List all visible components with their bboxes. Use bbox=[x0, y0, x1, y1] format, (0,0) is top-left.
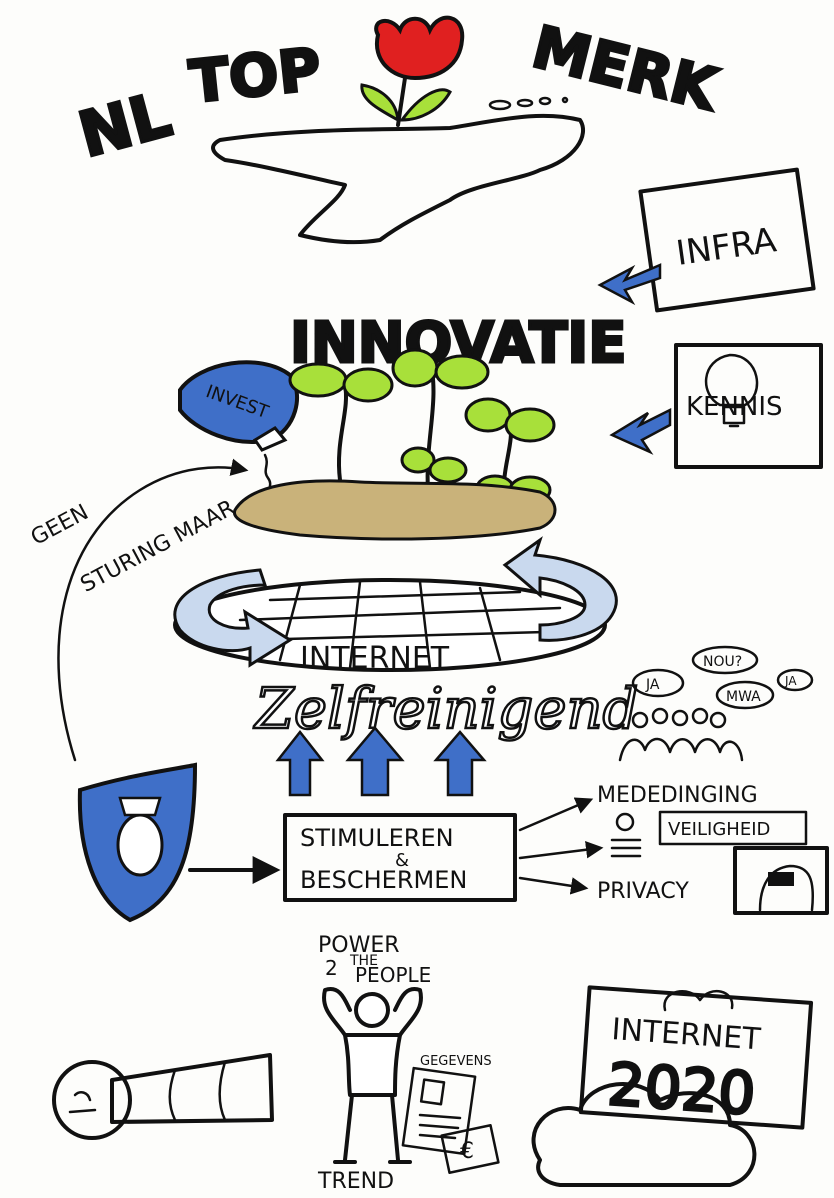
stimuleren-line2: & bbox=[395, 850, 409, 871]
title-top: TOP bbox=[186, 35, 324, 116]
trend-label: TREND bbox=[317, 1169, 394, 1194]
internet-platform: INTERNET bbox=[173, 578, 607, 676]
mededinging-label: MEDEDINGING bbox=[597, 783, 758, 808]
coat-of-arms-shield-icon bbox=[77, 762, 198, 923]
zelfreinigend-label: Zelfreinigend bbox=[253, 677, 638, 742]
watering-can-icon: INVEST bbox=[178, 360, 300, 500]
title-merk: MERK bbox=[526, 13, 726, 125]
cycle-arrow-left bbox=[173, 568, 293, 668]
power-line1: POWER bbox=[318, 933, 400, 958]
title-nl: NL bbox=[71, 77, 178, 171]
internet-2020-sign: INTERNET 2020 bbox=[578, 985, 814, 1130]
gegevens-label: GEGEVENS bbox=[420, 1054, 492, 1069]
power-line4: PEOPLE bbox=[355, 963, 431, 987]
infra-arrow bbox=[597, 263, 662, 306]
speech-mwa: MWA bbox=[726, 689, 761, 705]
strong-person-icon bbox=[322, 987, 423, 1164]
up-arrows bbox=[275, 726, 487, 797]
soil-mound bbox=[233, 479, 557, 541]
islands-dots bbox=[488, 96, 569, 111]
speech-ja-1: JA bbox=[645, 677, 660, 693]
kennis-label: KENNIS bbox=[686, 392, 783, 422]
cycle-arrow-right bbox=[502, 536, 618, 642]
privacy-person-icon bbox=[733, 846, 829, 915]
side-note-line1: GEEN bbox=[27, 500, 93, 551]
feedback-arrow bbox=[57, 458, 249, 762]
stimuleren-line1: STIMULEREN bbox=[300, 824, 454, 852]
power-line3: THE bbox=[349, 953, 378, 969]
veiligheid-label: VEILIGHEID bbox=[668, 819, 770, 840]
netherlands-map-outline bbox=[211, 113, 586, 245]
tulip-icon bbox=[360, 15, 465, 127]
infra-box: INFRA bbox=[638, 167, 816, 313]
future-year: 2020 bbox=[606, 1050, 758, 1128]
power-text: POWER 2 THE PEOPLE bbox=[318, 933, 431, 987]
thief-icon bbox=[610, 812, 642, 858]
speech-ja-2: JA bbox=[784, 674, 797, 688]
internet-label: INTERNET bbox=[300, 641, 450, 676]
document-icon bbox=[401, 1066, 477, 1156]
veiligheid-box: VEILIGHEID bbox=[658, 810, 808, 846]
euro-note-icon: € bbox=[440, 1123, 500, 1175]
stimuleren-box: STIMULEREN & BESCHERMEN bbox=[283, 813, 517, 902]
stimuleren-line3: BESCHERMEN bbox=[300, 866, 467, 894]
speech-nou: NOU? bbox=[703, 654, 742, 670]
privacy-label: PRIVACY bbox=[597, 879, 689, 904]
output-arrows bbox=[518, 797, 604, 895]
crowd-icon: JA NOU? MWA JA bbox=[618, 645, 814, 762]
infra-label: INFRA bbox=[674, 220, 779, 274]
kennis-arrow bbox=[609, 407, 672, 455]
lightbulb-icon bbox=[704, 353, 759, 428]
power-line2: 2 bbox=[325, 956, 338, 980]
telescope-icon bbox=[52, 1053, 274, 1140]
cloud-icon bbox=[531, 1082, 757, 1187]
kennis-box: KENNIS bbox=[674, 343, 823, 469]
euro-symbol: € bbox=[460, 1139, 474, 1164]
